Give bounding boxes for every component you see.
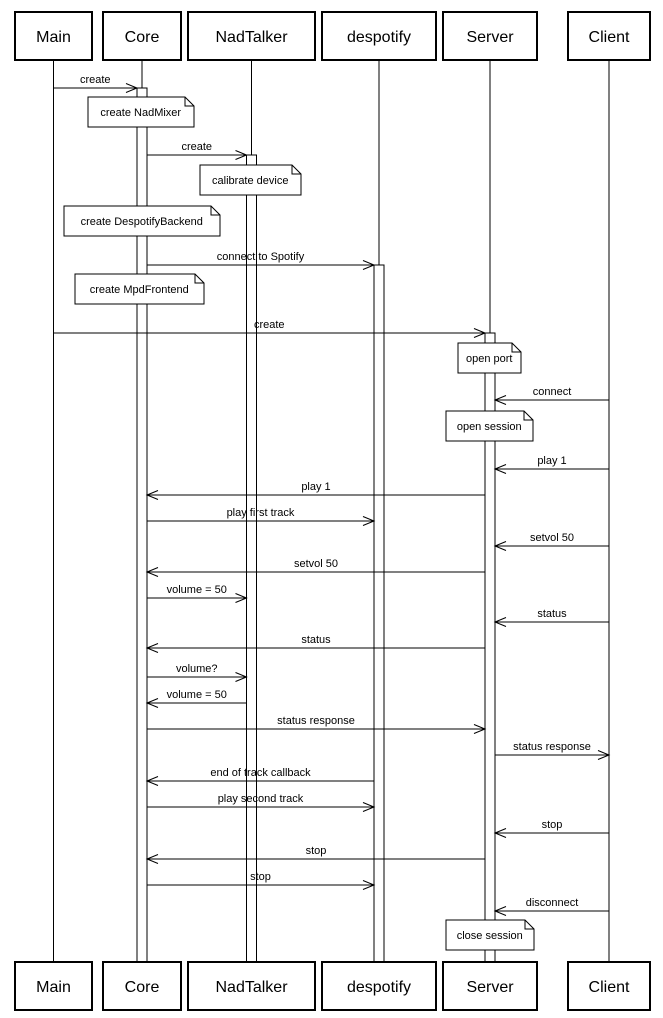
participant-box-top-core (102, 11, 182, 61)
note-fold-icon (511, 343, 521, 353)
participant-box-top-client (567, 11, 651, 61)
message-arrowhead-status-response (597, 750, 611, 760)
participant-box-bottom-server (442, 961, 538, 1011)
message-arrowhead-create (125, 83, 139, 93)
participant-label-top-client: Client (589, 29, 630, 46)
message-label-volume: volume? (176, 663, 218, 675)
participant-label-top-despotify: despotify (347, 29, 411, 46)
message-label-play-1: play 1 (537, 455, 566, 467)
message-label-setvol-50: setvol 50 (294, 558, 338, 570)
note-fold-icon (524, 920, 534, 930)
note-open-port (457, 342, 522, 374)
message-label-status: status (537, 608, 567, 620)
participant-label-top-main: Main (36, 29, 71, 46)
note-text-calibrate-device: calibrate device (212, 175, 288, 187)
message-label-end-of-track-callback: end of track callback (210, 767, 311, 779)
participant-box-top-main (14, 11, 93, 61)
message-arrowhead-create (235, 150, 248, 160)
note-fold-icon (523, 411, 533, 421)
note-text-open-port: open port (466, 353, 512, 365)
activation-bar-despotify (373, 264, 385, 963)
message-label-stop: stop (250, 871, 271, 883)
participant-box-bottom-core (102, 961, 182, 1011)
message-arrowhead-end-of-track-callback (145, 776, 159, 786)
note-text-create-mpdfrontend: create MpdFrontend (90, 284, 189, 296)
note-text-open-session: open session (457, 421, 522, 433)
message-arrowhead-setvol-50 (493, 541, 507, 551)
note-open-session (445, 410, 534, 442)
note-create-mpdfrontend (74, 273, 205, 305)
message-arrowhead-play-second-track (362, 802, 376, 812)
message-arrowhead-volume (235, 672, 248, 682)
participant-label-top-nadtalker: NadTalker (215, 29, 288, 46)
participant-label-bottom-main: Main (36, 979, 71, 996)
message-arrowhead-status (493, 617, 507, 627)
message-label-create: create (80, 74, 111, 86)
message-label-volume-50: volume = 50 (167, 584, 227, 596)
participant-label-top-core: Core (125, 29, 160, 46)
message-arrowhead-stop (493, 828, 507, 838)
message-arrowhead-setvol-50 (145, 567, 159, 577)
message-arrowhead-play-first-track (362, 516, 376, 526)
participant-label-bottom-client: Client (589, 979, 630, 996)
message-label-create: create (181, 141, 212, 153)
note-create-despotifybackend (63, 205, 221, 237)
note-fold-icon (184, 97, 194, 107)
participant-box-top-nadtalker (187, 11, 316, 61)
note-calibrate-device (199, 164, 302, 196)
participant-label-bottom-despotify: despotify (347, 979, 411, 996)
message-label-play-first-track: play first track (227, 507, 295, 519)
participant-box-top-despotify (321, 11, 437, 61)
message-label-stop: stop (306, 845, 327, 857)
message-arrowhead-stop (145, 854, 159, 864)
message-label-status-response: status response (513, 741, 591, 753)
participant-label-bottom-core: Core (125, 979, 160, 996)
message-label-play-second-track: play second track (218, 793, 304, 805)
message-arrowhead-volume-50 (235, 593, 248, 603)
participant-box-top-server (442, 11, 538, 61)
message-arrowhead-connect-to-spotify (362, 260, 376, 270)
message-label-setvol-50: setvol 50 (530, 532, 574, 544)
note-create-nadmixer (87, 96, 195, 128)
participant-box-bottom-despotify (321, 961, 437, 1011)
message-label-connect: connect (533, 386, 572, 398)
participant-box-bottom-nadtalker (187, 961, 316, 1011)
message-label-create: create (254, 319, 285, 331)
participant-label-bottom-server: Server (466, 979, 514, 996)
participant-box-bottom-client (567, 961, 651, 1011)
message-arrowhead-stop (362, 880, 376, 890)
message-arrowhead-connect (493, 395, 507, 405)
note-text-create-nadmixer: create NadMixer (100, 107, 181, 119)
message-label-volume-50: volume = 50 (167, 689, 227, 701)
note-fold-icon (194, 274, 204, 284)
participant-label-top-server: Server (466, 29, 514, 46)
message-label-disconnect: disconnect (526, 897, 579, 909)
activation-bar-nadtalker (246, 154, 257, 963)
message-arrowhead-play-1 (145, 490, 159, 500)
note-text-create-despotifybackend: create DespotifyBackend (81, 216, 203, 228)
message-arrowhead-disconnect (493, 906, 507, 916)
note-close-session (445, 919, 535, 951)
message-arrowhead-play-1 (493, 464, 507, 474)
message-arrowhead-status-response (473, 724, 487, 734)
message-label-play-1: play 1 (301, 481, 330, 493)
participant-box-bottom-main (14, 961, 93, 1011)
participant-label-bottom-nadtalker: NadTalker (215, 979, 288, 996)
message-arrowhead-volume-50 (145, 698, 159, 708)
message-label-status-response: status response (277, 715, 355, 727)
message-arrowhead-create (473, 328, 487, 338)
message-label-connect-to-spotify: connect to Spotify (217, 251, 305, 263)
message-label-stop: stop (542, 819, 563, 831)
note-text-close-session: close session (457, 930, 523, 942)
note-fold-icon (291, 165, 301, 175)
message-arrowhead-status (145, 643, 159, 653)
message-label-status: status (301, 634, 331, 646)
note-fold-icon (210, 206, 220, 216)
